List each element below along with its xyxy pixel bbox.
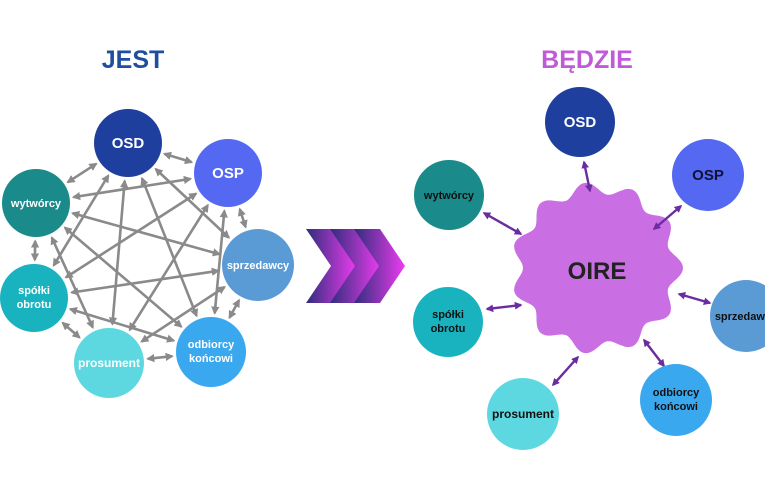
node-sprzedawcy-left: sprzedawcy: [222, 229, 294, 301]
node-osd-left: OSD: [94, 109, 162, 177]
node-odbiorcy-right: odbiorcy końcowi: [640, 364, 712, 436]
left-connections: [30, 151, 248, 363]
chevron-3: [354, 229, 405, 303]
left-nodes: OSD OSP wytwórcy sprzedawcy spółki obrot…: [0, 109, 294, 398]
link-prosument-odbiorcy: [146, 352, 174, 363]
node-wytworcy-right: wytwórcy: [414, 160, 484, 230]
oire-hub: OIRE: [514, 182, 683, 354]
node-prosument-right: prosument: [487, 378, 559, 450]
node-prosument-left-label: prosument: [78, 356, 140, 370]
node-spolki-right-label-2: obrotu: [431, 323, 466, 335]
node-osd-right-label: OSD: [564, 114, 597, 131]
link-oire-wytworcy: [482, 211, 523, 236]
link-sprzedawcy-spolki: [69, 267, 221, 296]
transition-chevrons: [306, 229, 405, 303]
link-oire-osp: [652, 205, 683, 230]
node-osp-right: OSP: [672, 139, 744, 211]
node-sprzedawcy-right: sprzedawcy: [710, 280, 765, 352]
link-sprzedawcy-odbiorcy: [228, 298, 241, 320]
node-spolki-right: spółki obrotu: [413, 287, 483, 357]
node-spolki-left: spółki obrotu: [0, 264, 68, 332]
node-odbiorcy-left: odbiorcy końcowi: [176, 317, 246, 387]
node-spolki-left-label-2: obrotu: [17, 299, 52, 311]
link-oire-sprzedawcy: [677, 292, 712, 305]
node-osp-left-label: OSP: [212, 165, 244, 182]
node-wytworcy-left: wytwórcy: [2, 169, 70, 237]
node-odbiorcy-left-label-2: końcowi: [189, 353, 233, 365]
link-spolki-odbiorcy: [68, 307, 176, 343]
node-osp-left: OSP: [194, 139, 262, 207]
node-odbiorcy-right-label-2: końcowi: [654, 401, 698, 413]
node-spolki-left-label-1: spółki: [18, 285, 50, 297]
node-osp-right-label: OSP: [692, 167, 724, 184]
link-osp-sprzedawcy: [237, 207, 248, 229]
right-connections: [482, 160, 712, 387]
node-osd-right: OSD: [545, 87, 615, 157]
oire-hub-label: OIRE: [568, 258, 627, 285]
node-osd-left-label: OSD: [112, 135, 145, 152]
link-osp-wytworcy: [71, 175, 193, 201]
node-spolki-right-label-1: spółki: [432, 309, 464, 321]
link-spolki-prosument: [61, 321, 81, 339]
node-wytworcy-left-label: wytwórcy: [10, 198, 62, 210]
link-oire-odbiorcy: [643, 338, 665, 368]
link-oire-prosument: [551, 355, 580, 387]
link-osd-prosument: [108, 179, 129, 326]
node-odbiorcy-right-label-1: odbiorcy: [653, 387, 700, 399]
node-prosument-left: prosument: [74, 328, 144, 398]
link-osd-osp: [162, 151, 194, 165]
title-left: JEST: [102, 46, 165, 74]
node-prosument-right-label: prosument: [492, 407, 554, 421]
title-right: BĘDZIE: [541, 46, 633, 74]
node-odbiorcy-left-label-1: odbiorcy: [188, 339, 235, 351]
link-oire-spolki: [485, 301, 523, 313]
node-sprzedawcy-right-label: sprzedawcy: [715, 311, 765, 323]
oire-hub-shape: [514, 182, 683, 354]
link-oire-osd: [581, 160, 593, 193]
node-sprzedawcy-left-label: sprzedawcy: [227, 260, 290, 272]
node-wytworcy-right-label: wytwórcy: [423, 190, 475, 202]
link-osd-wytworcy: [66, 162, 98, 184]
right-nodes: OSD OSP wytwórcy sprzedawcy spółki obrot…: [413, 87, 765, 450]
